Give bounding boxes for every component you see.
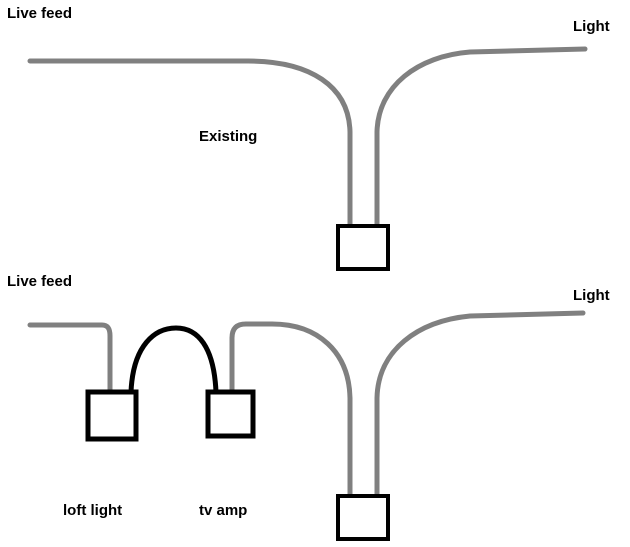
tv-amp-fcu-label-line1: tv amp — [199, 502, 248, 519]
existing-circuit-caption: Existing — [199, 128, 258, 145]
top-live-feed-wire — [27, 58, 353, 243]
loft-light-switch-label-line1: loft light — [63, 502, 123, 519]
bottom-light-label: Light — [573, 287, 610, 304]
top-light-wire — [374, 46, 588, 243]
loft-light-switch-box — [85, 389, 139, 442]
bottom-light-wire — [374, 310, 586, 513]
loft-light-switch-label: loft light switch — [63, 458, 122, 547]
top-junction-box — [336, 224, 390, 271]
top-live-feed-label: Live feed — [7, 5, 73, 22]
top-light-label: Light — [573, 18, 610, 35]
bottom-live-feed-wire — [27, 322, 113, 395]
tv-amp-fcu-box — [205, 389, 256, 439]
bottom-live-feed-label: Live feed — [7, 273, 73, 290]
fcu-to-junction-wire — [229, 321, 353, 513]
bottom-junction-box — [336, 494, 390, 541]
tv-amp-fcu-label: tv amp fcu — [199, 458, 247, 547]
switch-to-fcu-link-wire — [128, 325, 219, 395]
